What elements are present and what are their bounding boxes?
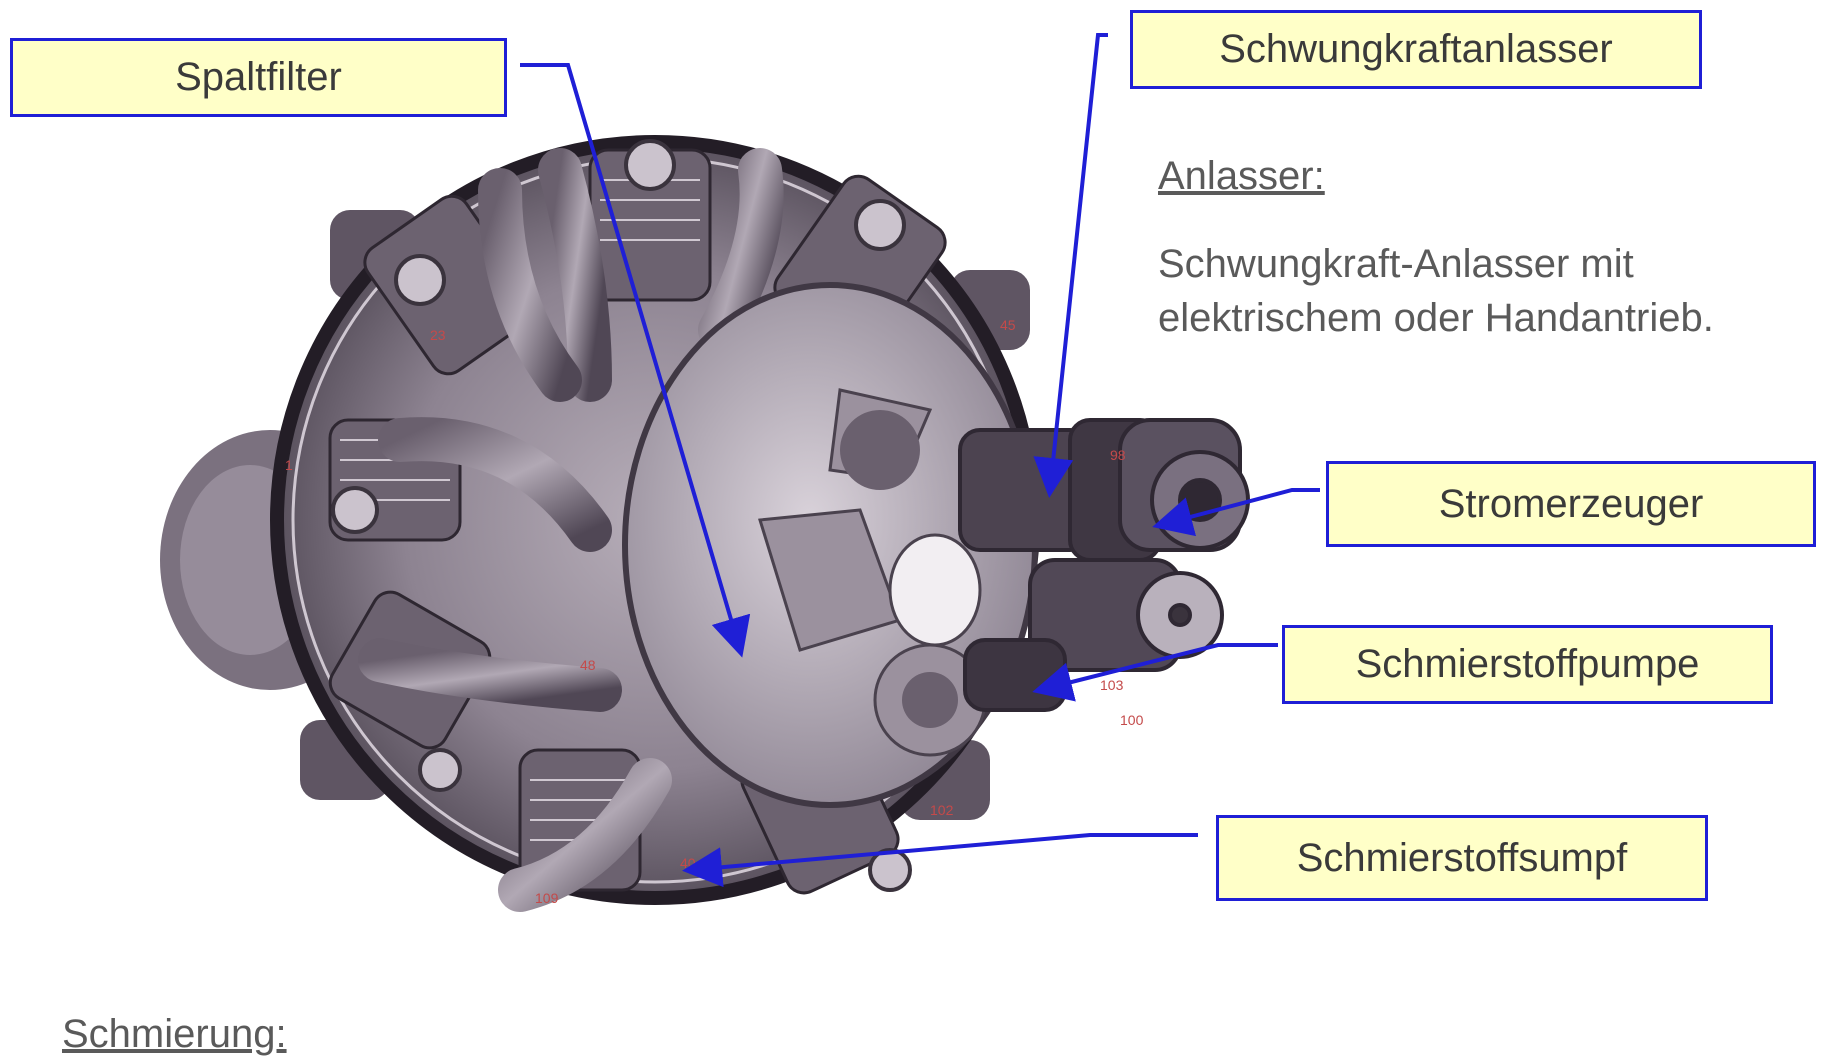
schwungkraftanlasser-text: Schwungkraftanlasser	[1219, 27, 1613, 72]
spaltfilter-label: Spaltfilter	[10, 38, 507, 117]
schwungkraftanlasser-label: Schwungkraftanlasser	[1130, 10, 1702, 89]
schmierstoffpumpe-text: Schmierstoffpumpe	[1356, 642, 1700, 687]
spaltfilter-text: Spaltfilter	[175, 55, 342, 100]
schmierstoffsumpf-label: Schmierstoffsumpf	[1216, 815, 1708, 901]
schmierstoffpumpe-label: Schmierstoffpumpe	[1282, 625, 1773, 704]
schwungkraftanlasser-leader	[1050, 35, 1108, 490]
anlasser-line-1: Schwungkraft-Anlasser mit	[1158, 240, 1634, 288]
schmierung-heading: Schmierung:	[62, 1010, 287, 1058]
spaltfilter-leader	[520, 65, 740, 650]
stromerzeuger-label: Stromerzeuger	[1326, 461, 1816, 547]
anlasser-line-2: elektrischem oder Handantrieb.	[1158, 294, 1714, 342]
stromerzeuger-text: Stromerzeuger	[1439, 482, 1704, 527]
schmierstoffsumpf-leader	[690, 835, 1198, 870]
schmierstoffpumpe-leader	[1040, 645, 1278, 690]
schmierstoffsumpf-text: Schmierstoffsumpf	[1297, 836, 1628, 881]
anlasser-heading: Anlasser:	[1158, 152, 1325, 200]
stromerzeuger-leader	[1160, 490, 1320, 525]
